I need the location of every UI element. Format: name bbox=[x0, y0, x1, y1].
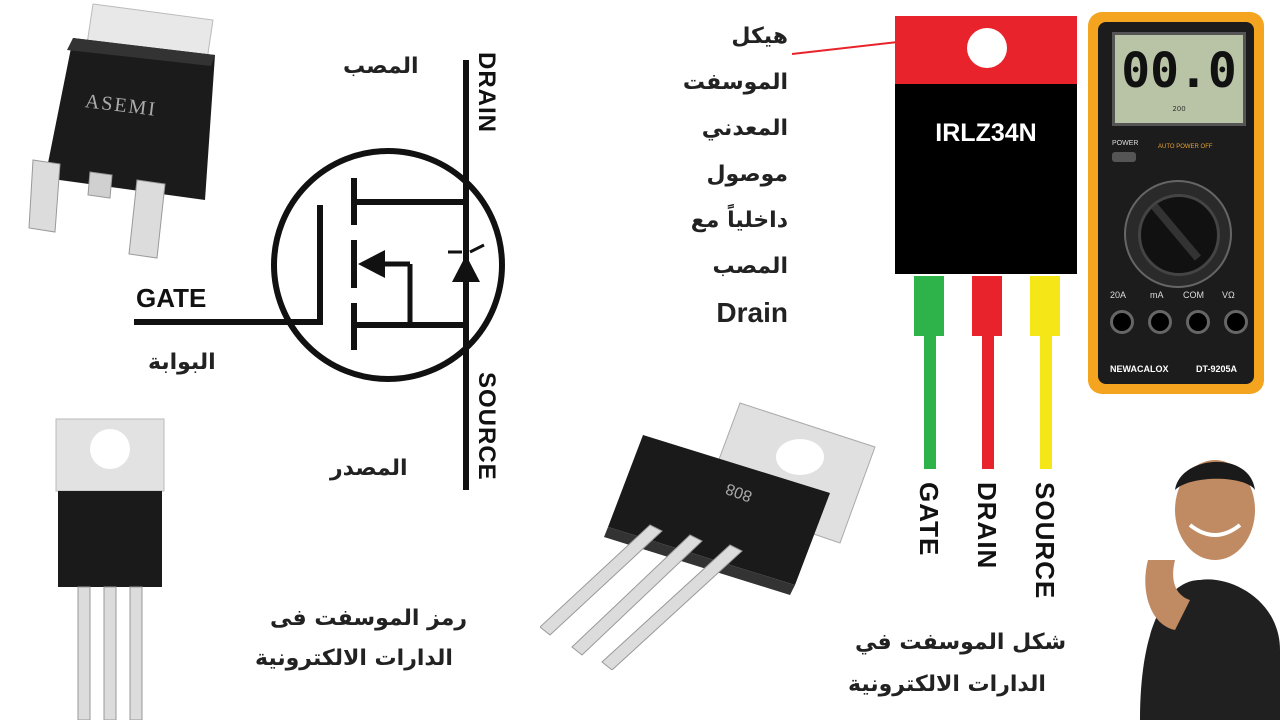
port-v[interactable] bbox=[1224, 310, 1248, 334]
port-ma-label: mA bbox=[1150, 290, 1164, 300]
smd-mosfet-image: ASEMI bbox=[28, 3, 215, 259]
drain-ar-label: المصب bbox=[343, 54, 419, 79]
note-pointer-line bbox=[791, 41, 899, 55]
irlz-pin-source-lead bbox=[1040, 336, 1052, 469]
irlz-tab-hole bbox=[967, 28, 1007, 68]
port-com[interactable] bbox=[1186, 310, 1210, 334]
multimeter-brand: NEWACALOX bbox=[1110, 364, 1169, 374]
display-reading: 00.0 bbox=[1121, 43, 1237, 99]
port-20a[interactable] bbox=[1110, 310, 1134, 334]
irlz-source-label: SOURCE bbox=[1030, 482, 1060, 600]
symbol-caption-line2: الدارات الالكترونية bbox=[255, 646, 453, 671]
multimeter: 00.0 200 POWER AUTO POWER OFF 20A mA COM… bbox=[1088, 12, 1264, 394]
port-ma[interactable] bbox=[1148, 310, 1172, 334]
note-line-4: موصول bbox=[706, 162, 788, 187]
auto-off-label: AUTO POWER OFF bbox=[1158, 144, 1213, 150]
source-ar-label: المصدر bbox=[330, 456, 408, 481]
note-line-6: المصب bbox=[712, 254, 788, 279]
shape-caption-line1: شكل الموسفت في bbox=[855, 630, 1067, 655]
irlz-body bbox=[895, 84, 1077, 274]
irlz-package: IRLZ34N bbox=[895, 16, 1077, 274]
irlz-pin-source bbox=[1030, 276, 1060, 336]
irlz-pin-drain bbox=[972, 276, 1002, 336]
gate-ar-label: البوابة bbox=[148, 350, 216, 375]
power-button[interactable] bbox=[1112, 152, 1136, 162]
gate-label: GATE bbox=[136, 283, 207, 313]
note-line-2: الموسفت bbox=[682, 70, 788, 95]
source-label: SOURCE bbox=[473, 372, 500, 481]
multimeter-model: DT-9205A bbox=[1196, 364, 1238, 374]
note-line-1: هيكل bbox=[731, 24, 788, 49]
irlz-gate-label: GATE bbox=[914, 482, 944, 557]
drain-label: DRAIN bbox=[473, 52, 500, 133]
irlz-pin-gate bbox=[914, 276, 944, 336]
display-sub: 200 bbox=[1172, 105, 1186, 113]
port-com-label: COM bbox=[1183, 290, 1204, 300]
irlz-part-number: IRLZ34N bbox=[935, 119, 1037, 147]
note-line-7: Drain bbox=[716, 297, 788, 328]
note-line-5: داخلياً مع bbox=[690, 208, 788, 233]
heatsink-note: هيكل الموسفت المعدني موصول داخلياً مع ال… bbox=[600, 14, 788, 336]
port-20a-label: 20A bbox=[1110, 290, 1127, 300]
symbol-caption-line1: رمز الموسفت فى bbox=[270, 606, 468, 631]
to220-angled-image: 808 bbox=[540, 402, 876, 670]
irlz-drain-label: DRAIN bbox=[972, 482, 1002, 570]
note-line-3: المعدني bbox=[701, 116, 788, 141]
mosfet-symbol bbox=[134, 60, 505, 490]
irlz-pin-gate-lead bbox=[924, 336, 936, 469]
shape-caption-line2: الدارات الالكترونية bbox=[848, 672, 1046, 697]
to220-front-image bbox=[55, 418, 165, 720]
multimeter-display: 00.0 200 bbox=[1112, 32, 1246, 126]
irlz-pin-drain-lead bbox=[982, 336, 994, 469]
presenter-photo bbox=[1140, 460, 1280, 720]
port-v-label: VΩ bbox=[1222, 290, 1235, 300]
power-button-label: POWER bbox=[1112, 140, 1139, 147]
